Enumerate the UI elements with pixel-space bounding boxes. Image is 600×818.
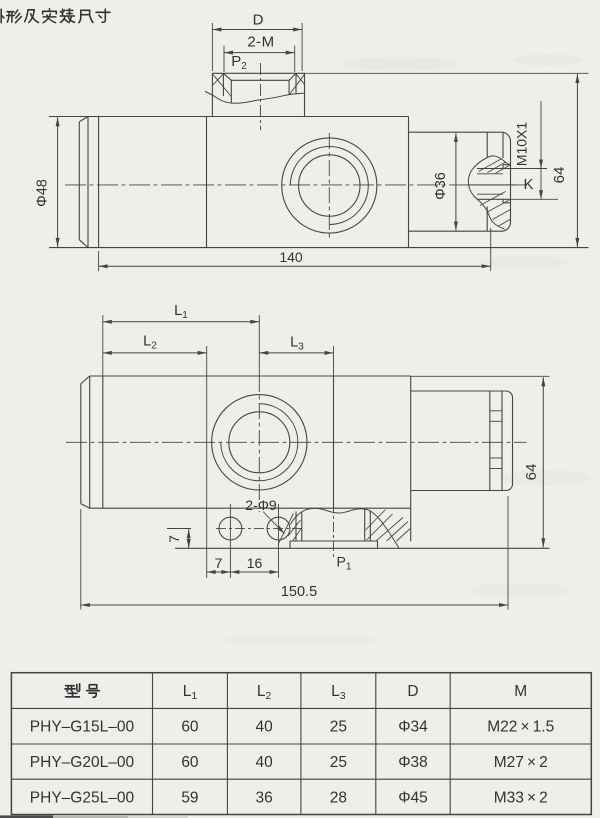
- svg-text:M: M: [514, 683, 527, 700]
- svg-text:M22 × 1.5: M22 × 1.5: [487, 719, 554, 736]
- svg-text:64: 64: [551, 167, 568, 184]
- svg-text:28: 28: [330, 789, 347, 806]
- svg-text:16: 16: [247, 555, 263, 571]
- svg-text:59: 59: [181, 789, 198, 806]
- svg-text:PHY–G15L–00: PHY–G15L–00: [30, 719, 135, 736]
- svg-text:PHY–G25L–00: PHY–G25L–00: [30, 789, 135, 806]
- svg-text:D: D: [407, 683, 418, 700]
- svg-text:150.5: 150.5: [281, 584, 317, 600]
- svg-text:25: 25: [330, 719, 347, 736]
- svg-text:140: 140: [279, 249, 303, 265]
- svg-text:Φ38: Φ38: [398, 754, 428, 771]
- svg-text:7: 7: [215, 555, 223, 571]
- svg-text:40: 40: [256, 719, 274, 736]
- svg-text:2-Φ9: 2-Φ9: [245, 497, 277, 513]
- svg-text:K: K: [523, 176, 533, 193]
- svg-text:36: 36: [256, 789, 273, 806]
- svg-text:M33 × 2: M33 × 2: [494, 789, 548, 806]
- svg-text:M10X1: M10X1: [514, 122, 530, 167]
- svg-text:60: 60: [181, 754, 199, 771]
- svg-text:D: D: [253, 12, 264, 29]
- svg-text:M27 × 2: M27 × 2: [494, 754, 548, 771]
- svg-text:Φ45: Φ45: [398, 789, 428, 806]
- svg-text:Φ36: Φ36: [433, 172, 449, 200]
- svg-text:PHY–G20L–00: PHY–G20L–00: [30, 754, 135, 771]
- svg-text:25: 25: [330, 754, 347, 771]
- svg-text:2-M: 2-M: [247, 34, 274, 51]
- svg-text:Φ48: Φ48: [35, 179, 51, 207]
- svg-text:40: 40: [256, 754, 274, 771]
- svg-text:Φ34: Φ34: [398, 719, 428, 736]
- svg-text:7: 7: [167, 535, 182, 543]
- svg-text:60: 60: [181, 719, 199, 736]
